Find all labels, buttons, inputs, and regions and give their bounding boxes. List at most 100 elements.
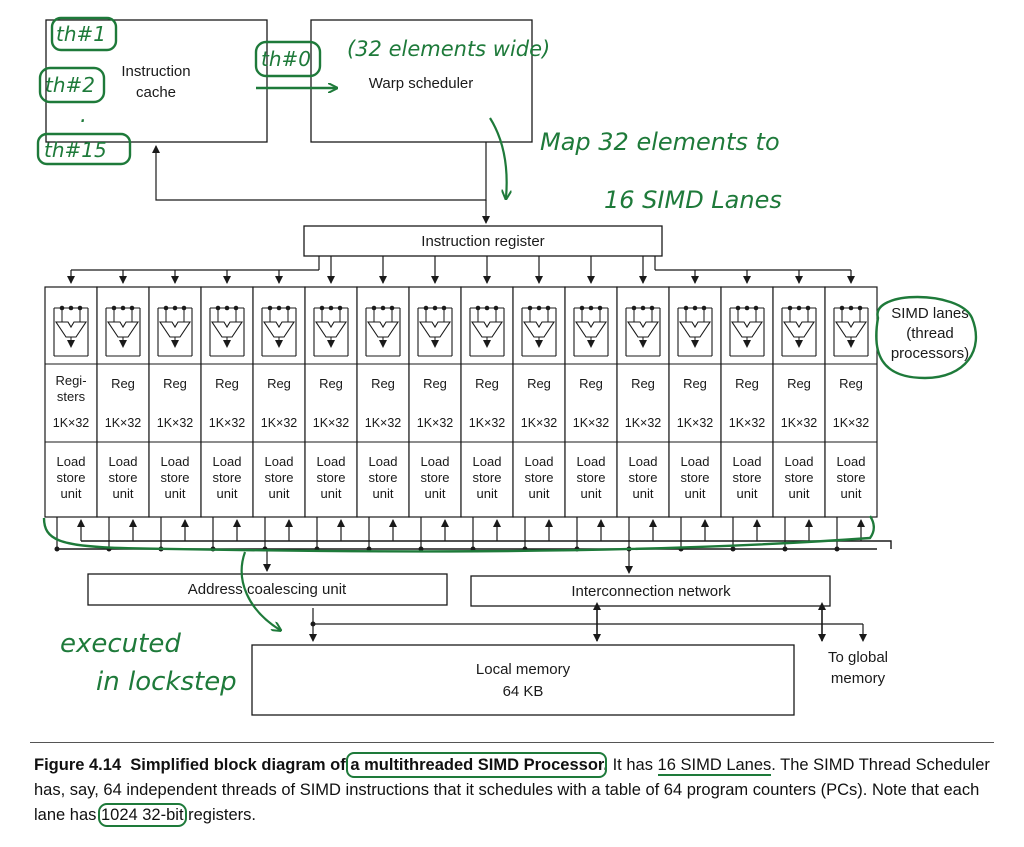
caption-title-post: . — [603, 756, 609, 774]
th2-circle — [38, 66, 106, 104]
register-label: Reg — [371, 376, 395, 391]
alu-icon — [833, 305, 869, 357]
caption-body-2: . The SIMD Thread Scheduler has, say, 64… — [34, 756, 990, 824]
annotation-th2: th#2 — [45, 73, 95, 97]
figure-caption: Figure 4.14 Simplified block diagram of … — [34, 752, 994, 828]
alu-icon — [313, 305, 349, 357]
register-label: Reg — [839, 376, 863, 391]
alu-icon — [729, 305, 765, 357]
caption-body-1: It has — [608, 756, 658, 774]
register-size: 1K×32 — [521, 416, 558, 430]
lane-bus — [54, 517, 892, 552]
register-label: Reg — [215, 376, 239, 391]
alu-icon — [625, 305, 661, 357]
interconnect-label: Interconnection network — [571, 583, 731, 600]
address-coalescing-block: Address coalescing unit — [87, 573, 448, 606]
register-size: 1K×32 — [625, 416, 662, 430]
alu-icon — [521, 305, 557, 357]
alu-icon — [261, 305, 297, 357]
register-size: 1K×32 — [53, 416, 90, 430]
register-size: 1K×32 — [105, 416, 142, 430]
warp-scheduler-block: Warp scheduler — [310, 19, 533, 143]
register-label: Regi-sters — [55, 373, 86, 404]
register-size: 1K×32 — [209, 416, 246, 430]
instruction-distribution-lines — [67, 256, 855, 284]
annotation-map-line2: 16 SIMD Lanes — [604, 186, 782, 214]
warp-scheduler-label: Warp scheduler — [369, 75, 474, 92]
caption-label: Figure 4.14 — [34, 756, 122, 774]
register-size: 1K×32 — [157, 416, 194, 430]
register-size: 1K×32 — [365, 416, 402, 430]
caption-title-highlight: a multithreaded SIMD Processor — [346, 752, 608, 778]
address-coalescing-label: Address coalescing unit — [188, 581, 347, 598]
register-label: Reg — [631, 376, 655, 391]
alu-icon — [105, 305, 141, 357]
register-size: 1K×32 — [833, 416, 870, 430]
local-memory-block: Local memory 64 KB — [251, 644, 795, 716]
register-label: Reg — [527, 376, 551, 391]
alu-icon — [209, 305, 245, 357]
alu-icon — [53, 305, 89, 357]
register-label: Reg — [319, 376, 343, 391]
interconnect-block: Interconnection network — [470, 575, 831, 607]
annotation-th0: th#0 — [261, 47, 311, 71]
register-size: 1K×32 — [417, 416, 454, 430]
annotation-elements-wide: (32 elements wide) — [347, 37, 550, 61]
local-memory-size: 64 KB — [503, 683, 544, 700]
alu-icon — [365, 305, 401, 357]
register-label: Reg — [111, 376, 135, 391]
simd-lanes-circle — [875, 295, 978, 380]
register-label: Reg — [735, 376, 759, 391]
map-arrow — [489, 117, 507, 198]
caption-body-lanes: 16 SIMD Lanes — [657, 756, 772, 776]
annotation-lockstep-line2: in lockstep — [96, 667, 237, 697]
annotation-th15: th#15 — [44, 138, 107, 162]
bus-underline — [42, 515, 875, 553]
alu-icon — [157, 305, 193, 357]
annotation-map-line1: Map 32 elements to — [540, 128, 780, 156]
register-size: 1K×32 — [313, 416, 350, 430]
register-label: Reg — [163, 376, 187, 391]
instruction-register-block: Instruction register — [303, 225, 663, 257]
register-label: Reg — [423, 376, 447, 391]
alu-icon — [417, 305, 453, 357]
register-label: Reg — [475, 376, 499, 391]
alu-icon — [573, 305, 609, 357]
caption-divider — [30, 742, 994, 743]
lockstep-arrow — [240, 551, 280, 630]
annotation-dot: . — [80, 103, 87, 128]
register-size: 1K×32 — [729, 416, 766, 430]
register-size: 1K×32 — [573, 416, 610, 430]
instruction-register-label: Instruction register — [421, 233, 544, 250]
